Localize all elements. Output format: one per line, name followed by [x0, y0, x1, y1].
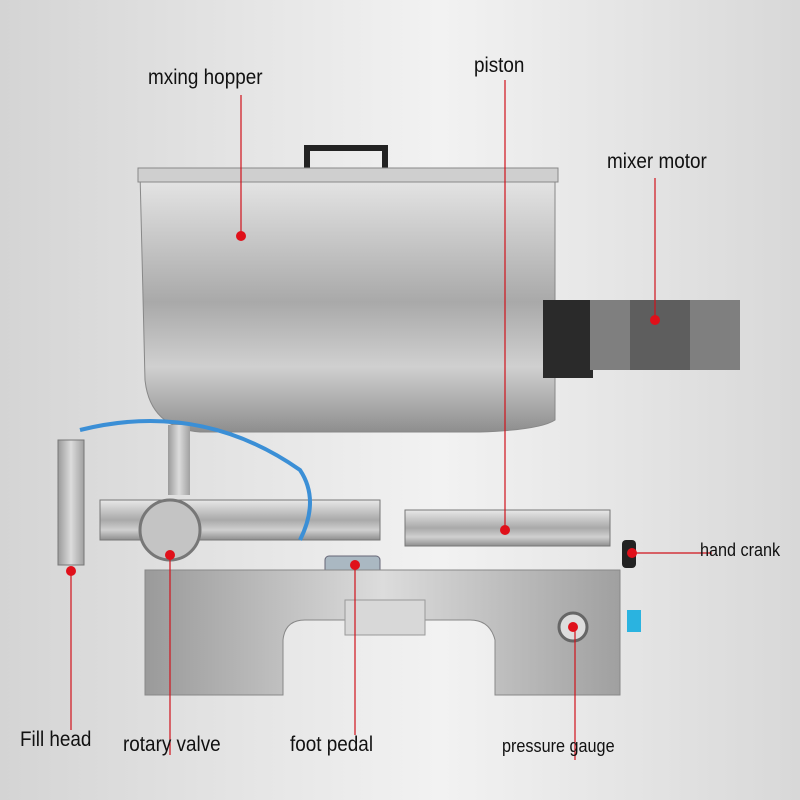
fill-head-dot: [66, 566, 76, 576]
hopper-rim: [137, 167, 559, 183]
label-fill-head: Fill head: [20, 728, 92, 751]
label-pressure-gauge: pressure gauge: [502, 736, 615, 756]
piston-dot: [500, 525, 510, 535]
rotary-valve-dot: [165, 550, 175, 560]
motor-dot: [650, 315, 660, 325]
hopper-dot: [236, 231, 246, 241]
motor-control-box: [543, 300, 593, 378]
machine-base: [144, 569, 621, 696]
mixing-hopper: [139, 171, 556, 433]
nameplate: [344, 599, 426, 636]
label-foot-pedal: foot pedal: [290, 733, 374, 756]
label-rotary-valve: rotary valve: [123, 733, 221, 756]
leader-lines: [70, 80, 712, 760]
marker-dots: [66, 231, 660, 632]
label-hand-crank: hand crank: [700, 540, 781, 560]
label-mixer-motor: mixer motor: [607, 150, 707, 173]
hopper-handle: [304, 145, 388, 170]
air-hose: [79, 419, 312, 541]
crank-dot: [627, 548, 637, 558]
label-piston: piston: [474, 54, 525, 77]
label-mixing-hopper: mxing hopper: [148, 66, 263, 89]
gauge-dot: [568, 622, 578, 632]
fill-nozzle: [57, 439, 85, 566]
foot-pedal-dot: [350, 560, 360, 570]
